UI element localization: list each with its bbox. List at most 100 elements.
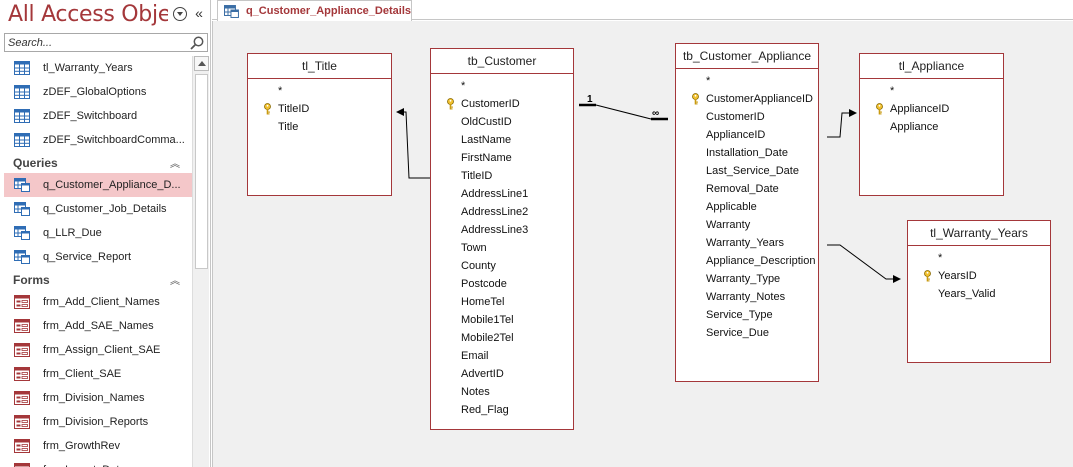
field-name: Years_Valid <box>938 288 996 300</box>
document-tab-bar: q_Customer_Appliance_Details <box>212 0 1073 21</box>
nav-form-item-frm-assign-client-sae[interactable]: frm_Assign_Client_SAE <box>4 338 192 362</box>
field-list-title[interactable]: tl_Warranty_Years <box>908 221 1050 246</box>
nav-search-input[interactable] <box>6 35 186 50</box>
nav-item-label: zDEF_GlobalOptions <box>43 86 147 98</box>
field-appliance[interactable]: Appliance <box>860 118 1003 136</box>
field-addressline1[interactable]: AddressLine1 <box>431 185 573 203</box>
field-hometel[interactable]: HomeTel <box>431 293 573 311</box>
field-customerid[interactable]: CustomerID <box>431 95 573 113</box>
nav-form-item-frm-import-data[interactable]: frm_Import_Data <box>4 458 192 467</box>
nav-form-item-frm-division-reports[interactable]: frm_Division_Reports <box>4 410 192 434</box>
nav-form-item-frm-add-sae-names[interactable]: frm_Add_SAE_Names <box>4 314 192 338</box>
field-service-due[interactable]: Service_Due <box>676 324 818 342</box>
join-line-appliance[interactable] <box>827 109 857 138</box>
primary-key-icon <box>447 98 454 110</box>
field-applicable[interactable]: Applicable <box>676 198 818 216</box>
field-yearsid[interactable]: YearsID <box>908 267 1050 285</box>
field-list-title[interactable]: tl_Appliance <box>860 54 1003 79</box>
nav-form-item-frm-add-client-names[interactable]: frm_Add_Client_Names <box>4 290 192 314</box>
nav-pane-title[interactable]: All Access Obje... <box>8 2 168 27</box>
nav-table-item-zdef-switchboardcomma[interactable]: zDEF_SwitchboardComma... <box>4 128 192 152</box>
nav-form-item-frm-division-names[interactable]: frm_Division_Names <box>4 386 192 410</box>
join-line-warranty-years[interactable] <box>827 244 901 283</box>
chevron-up-icon[interactable]: ︽ <box>170 276 180 287</box>
field-installation-date[interactable]: Installation_Date <box>676 144 818 162</box>
field-all-columns[interactable]: * <box>431 77 573 95</box>
search-icon[interactable] <box>189 35 205 51</box>
field-red-flag[interactable]: Red_Flag <box>431 401 573 419</box>
field-list-tl-warranty-years[interactable]: tl_Warranty_Years * YearsID Years_Valid <box>907 220 1051 363</box>
field-name: Red_Flag <box>461 404 509 416</box>
field-county[interactable]: County <box>431 257 573 275</box>
tab-q-customer-appliance-details[interactable]: q_Customer_Appliance_Details <box>217 0 412 21</box>
field-email[interactable]: Email <box>431 347 573 365</box>
nav-query-item-q-customer-appliance-d[interactable]: q_Customer_Appliance_D... <box>4 173 192 197</box>
field-list-title[interactable]: tb_Customer_Appliance <box>676 44 818 69</box>
field-all-columns[interactable]: * <box>248 82 391 100</box>
nav-item-label: q_Customer_Job_Details <box>43 203 167 215</box>
nav-table-item-tl-warranty-years[interactable]: tl_Warranty_Years <box>4 56 192 80</box>
field-appliance-description[interactable]: Appliance_Description <box>676 252 818 270</box>
field-name: AddressLine1 <box>461 188 529 200</box>
field-oldcustid[interactable]: OldCustID <box>431 113 573 131</box>
chevron-up-icon[interactable]: ︽ <box>170 159 180 170</box>
field-years-valid[interactable]: Years_Valid <box>908 285 1050 303</box>
field-warranty-years[interactable]: Warranty_Years <box>676 234 818 252</box>
field-list-title[interactable]: tl_Title <box>248 54 391 79</box>
field-all-columns[interactable]: * <box>860 82 1003 100</box>
nav-table-item-zdef-globaloptions[interactable]: zDEF_GlobalOptions <box>4 80 192 104</box>
scroll-up-arrow-icon[interactable] <box>194 56 209 71</box>
nav-query-item-q-llr-due[interactable]: q_LLR_Due <box>4 221 192 245</box>
field-addressline2[interactable]: AddressLine2 <box>431 203 573 221</box>
field-customerid[interactable]: CustomerID <box>676 108 818 126</box>
nav-table-item-zdef-switchboard[interactable]: zDEF_Switchboard <box>4 104 192 128</box>
field-lastname[interactable]: LastName <box>431 131 573 149</box>
primary-key-icon <box>692 93 699 105</box>
field-name: Service_Type <box>706 309 773 321</box>
field-warranty-notes[interactable]: Warranty_Notes <box>676 288 818 306</box>
field-advertid[interactable]: AdvertID <box>431 365 573 383</box>
field-addressline3[interactable]: AddressLine3 <box>431 221 573 239</box>
field-last-service-date[interactable]: Last_Service_Date <box>676 162 818 180</box>
nav-group-forms[interactable]: Forms︽ <box>4 269 192 290</box>
field-postcode[interactable]: Postcode <box>431 275 573 293</box>
nav-query-item-q-service-report[interactable]: q_Service_Report <box>4 245 192 269</box>
field-list-title[interactable]: tb_Customer <box>431 49 573 74</box>
field-title[interactable]: Title <box>248 118 391 136</box>
many-cardinality-label: ∞ <box>652 108 659 119</box>
field-list-tb-customer-appliance[interactable]: tb_Customer_Appliance *CustomerAppliance… <box>675 43 819 382</box>
join-line-title[interactable] <box>396 108 430 179</box>
field-warranty[interactable]: Warranty <box>676 216 818 234</box>
field-service-type[interactable]: Service_Type <box>676 306 818 324</box>
join-line-customer[interactable]: 1 ∞ <box>579 94 668 121</box>
nav-form-item-frm-growthrev[interactable]: frm_GrowthRev <box>4 434 192 458</box>
field-removal-date[interactable]: Removal_Date <box>676 180 818 198</box>
scrollbar-thumb[interactable] <box>195 74 208 269</box>
field-mobile1tel[interactable]: Mobile1Tel <box>431 311 573 329</box>
field-customerapplianceid[interactable]: CustomerApplianceID <box>676 90 818 108</box>
field-titleid[interactable]: TitleID <box>248 100 391 118</box>
field-titleid[interactable]: TitleID <box>431 167 573 185</box>
nav-search-box[interactable] <box>4 33 208 52</box>
field-notes[interactable]: Notes <box>431 383 573 401</box>
field-firstname[interactable]: FirstName <box>431 149 573 167</box>
field-name: YearsID <box>938 270 977 282</box>
field-all-columns[interactable]: * <box>908 249 1050 267</box>
nav-pane-collapse-button[interactable]: « <box>195 5 203 21</box>
field-all-columns[interactable]: * <box>676 72 818 90</box>
field-applianceid[interactable]: ApplianceID <box>676 126 818 144</box>
field-mobile2tel[interactable]: Mobile2Tel <box>431 329 573 347</box>
nav-form-item-frm-client-sae[interactable]: frm_Client_SAE <box>4 362 192 386</box>
field-applianceid[interactable]: ApplianceID <box>860 100 1003 118</box>
nav-group-queries[interactable]: Queries︽ <box>4 152 192 173</box>
field-warranty-type[interactable]: Warranty_Type <box>676 270 818 288</box>
nav-pane-menu-button[interactable] <box>173 7 187 21</box>
nav-query-item-q-customer-job-details[interactable]: q_Customer_Job_Details <box>4 197 192 221</box>
field-town[interactable]: Town <box>431 239 573 257</box>
nav-scrollbar[interactable] <box>192 56 209 467</box>
field-name: AddressLine2 <box>461 206 529 218</box>
